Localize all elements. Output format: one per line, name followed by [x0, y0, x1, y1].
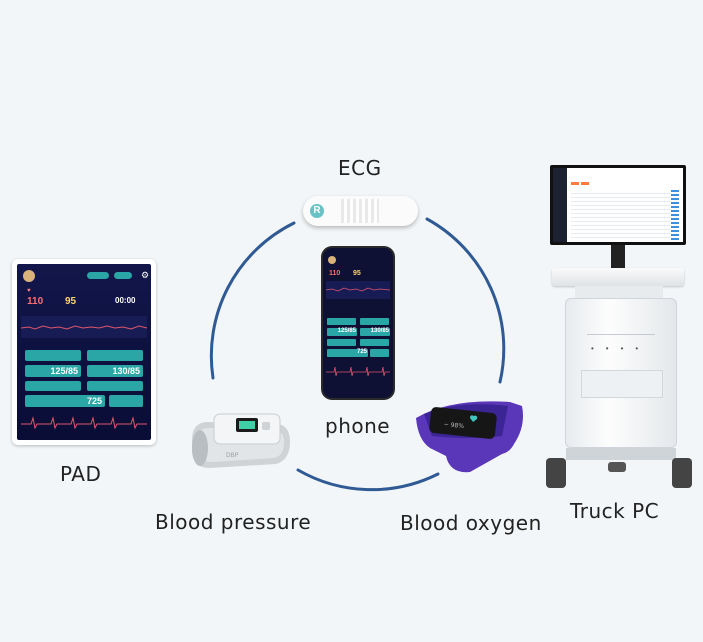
- truck-pc-screen: [553, 168, 683, 242]
- avatar: [23, 270, 35, 282]
- pad-start-button[interactable]: [109, 395, 143, 407]
- truck-pc-table: [571, 190, 679, 240]
- pad-ecg-strip: [21, 416, 147, 430]
- truck-pc-label: Truck PC: [570, 499, 660, 523]
- phone-spo2: 95: [353, 270, 361, 277]
- phone-score: 725: [327, 349, 368, 357]
- phone-bp-2: 130/85: [360, 328, 390, 336]
- blood-pressure-cuff: DBP: [192, 413, 290, 468]
- phone-avatar: [328, 256, 336, 264]
- phone-waveform: [326, 281, 390, 299]
- phone-ecg-strip: [326, 366, 390, 377]
- ecg-logo-icon: R: [310, 204, 324, 218]
- center-label: phone: [325, 414, 391, 438]
- blood-oxygen-label: Blood oxygen: [400, 511, 542, 535]
- ring-arc-bottom: [296, 468, 440, 492]
- ecg-label: ECG: [338, 156, 382, 180]
- pad-bp-tile-2: 130/85: [87, 365, 143, 377]
- ecg-electrode-strip: [341, 199, 379, 223]
- truck-pc-cart: ••••: [565, 298, 677, 448]
- heart-icon: ♥: [27, 288, 31, 294]
- blood-pressure-label: Blood pressure: [155, 510, 312, 534]
- pad-score-tile: 725: [25, 395, 105, 407]
- pad-bp-tile-1: 125/85: [25, 365, 81, 377]
- pad-spo2: 95: [65, 296, 77, 307]
- pad-waveform: [21, 316, 147, 338]
- svg-text:~ 98%: ~ 98%: [443, 421, 464, 430]
- phone-bp-1: 125/85: [327, 328, 357, 336]
- truck-pc-monitor: [550, 165, 686, 245]
- svg-text:DBP: DBP: [226, 452, 239, 459]
- blood-oxygen-device: ~ 98%: [416, 401, 523, 473]
- cart-wheel-left: [546, 458, 566, 488]
- pad-heart-rate: 110: [27, 296, 44, 307]
- ecg-device: R: [303, 196, 418, 226]
- pad-label: PAD: [60, 462, 102, 486]
- pad-device: ⚙ ♥ 110 95 00:00 125/85 130/85 725: [12, 259, 156, 445]
- gear-icon[interactable]: ⚙: [141, 270, 150, 280]
- phone-start-button[interactable]: [370, 349, 389, 357]
- cart-connectors: ••••: [591, 344, 651, 353]
- cart-wheel-right: [672, 458, 692, 488]
- cart-wheel-center: [608, 462, 626, 472]
- phone-heart-rate: 110: [329, 270, 341, 277]
- pad-timer: 00:00: [115, 296, 136, 305]
- truck-pc-desk: [552, 268, 684, 286]
- ring-arc-top-right: [425, 217, 506, 384]
- phone-device: 110 95 125/85 130/85 725: [323, 248, 393, 398]
- ring-arc-top-left: [209, 221, 296, 380]
- pad-screen: ⚙ ♥ 110 95 00:00 125/85 130/85 725: [17, 264, 151, 440]
